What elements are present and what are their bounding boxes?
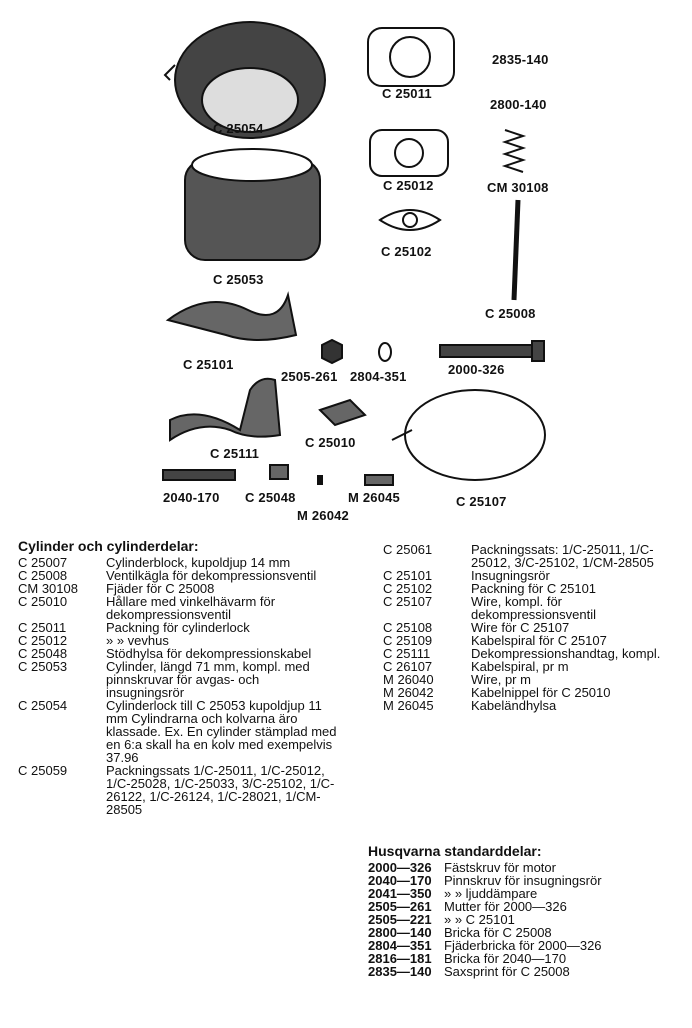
label-m26045: M 26045 [348,490,400,505]
bolt-drawing [439,344,533,358]
label-c25053: C 25053 [213,272,264,287]
nut-drawing [321,338,343,365]
label-c25111: C 25111 [210,446,260,461]
label-c25054: C 25054 [213,121,264,136]
parts-diagram: C 25054 C 25011 2835-140 2800-140 C 2501… [162,21,549,523]
gasket-c25012-drawing [369,129,449,177]
label-c25008: C 25008 [485,306,536,321]
sleeve-drawing [269,464,289,480]
label-2505-261: 2505-261 [281,369,338,384]
label-2800-140: 2800-140 [490,97,547,112]
section-title: Husqvarna standarddelar: [368,843,542,859]
label-2835-140: 2835-140 [492,52,549,67]
list-item: C 25012» » vevhus [18,633,169,648]
section-title: Cylinder och cylinderdelar: [18,538,199,554]
list-item: 2505—221» » C 25101 [368,912,515,927]
cable-drawing [404,389,546,481]
stud-drawing [162,469,236,481]
list-item: 2041—350» » ljuddämpare [368,886,538,901]
label-c25048: C 25048 [245,490,296,505]
label-c25102: C 25102 [381,244,432,259]
label-c25010: C 25010 [305,435,356,450]
end-sleeve-drawing [364,474,394,486]
nipple-drawing [317,475,323,485]
label-2000-326: 2000-326 [448,362,505,377]
holder-drawing [318,398,367,427]
label-c25107: C 25107 [456,494,507,509]
label-2040-170: 2040-170 [163,490,220,505]
gasket-c25102-drawing [378,209,442,231]
label-c25011: C 25011 [382,86,432,101]
valve-drawing [511,199,521,301]
exploded-parts-illustration [162,21,546,486]
label-cm30108: CM 30108 [487,180,549,195]
lever-drawing [169,377,282,442]
label-m26042: M 26042 [297,508,349,523]
gasket-c25011-drawing [367,27,455,87]
label-c25101: C 25101 [183,357,234,372]
spring-drawing [501,129,527,173]
label-c25012: C 25012 [383,178,434,193]
label-2804-351: 2804-351 [350,369,407,384]
washer-drawing [378,342,392,362]
intake-drawing [165,291,298,341]
